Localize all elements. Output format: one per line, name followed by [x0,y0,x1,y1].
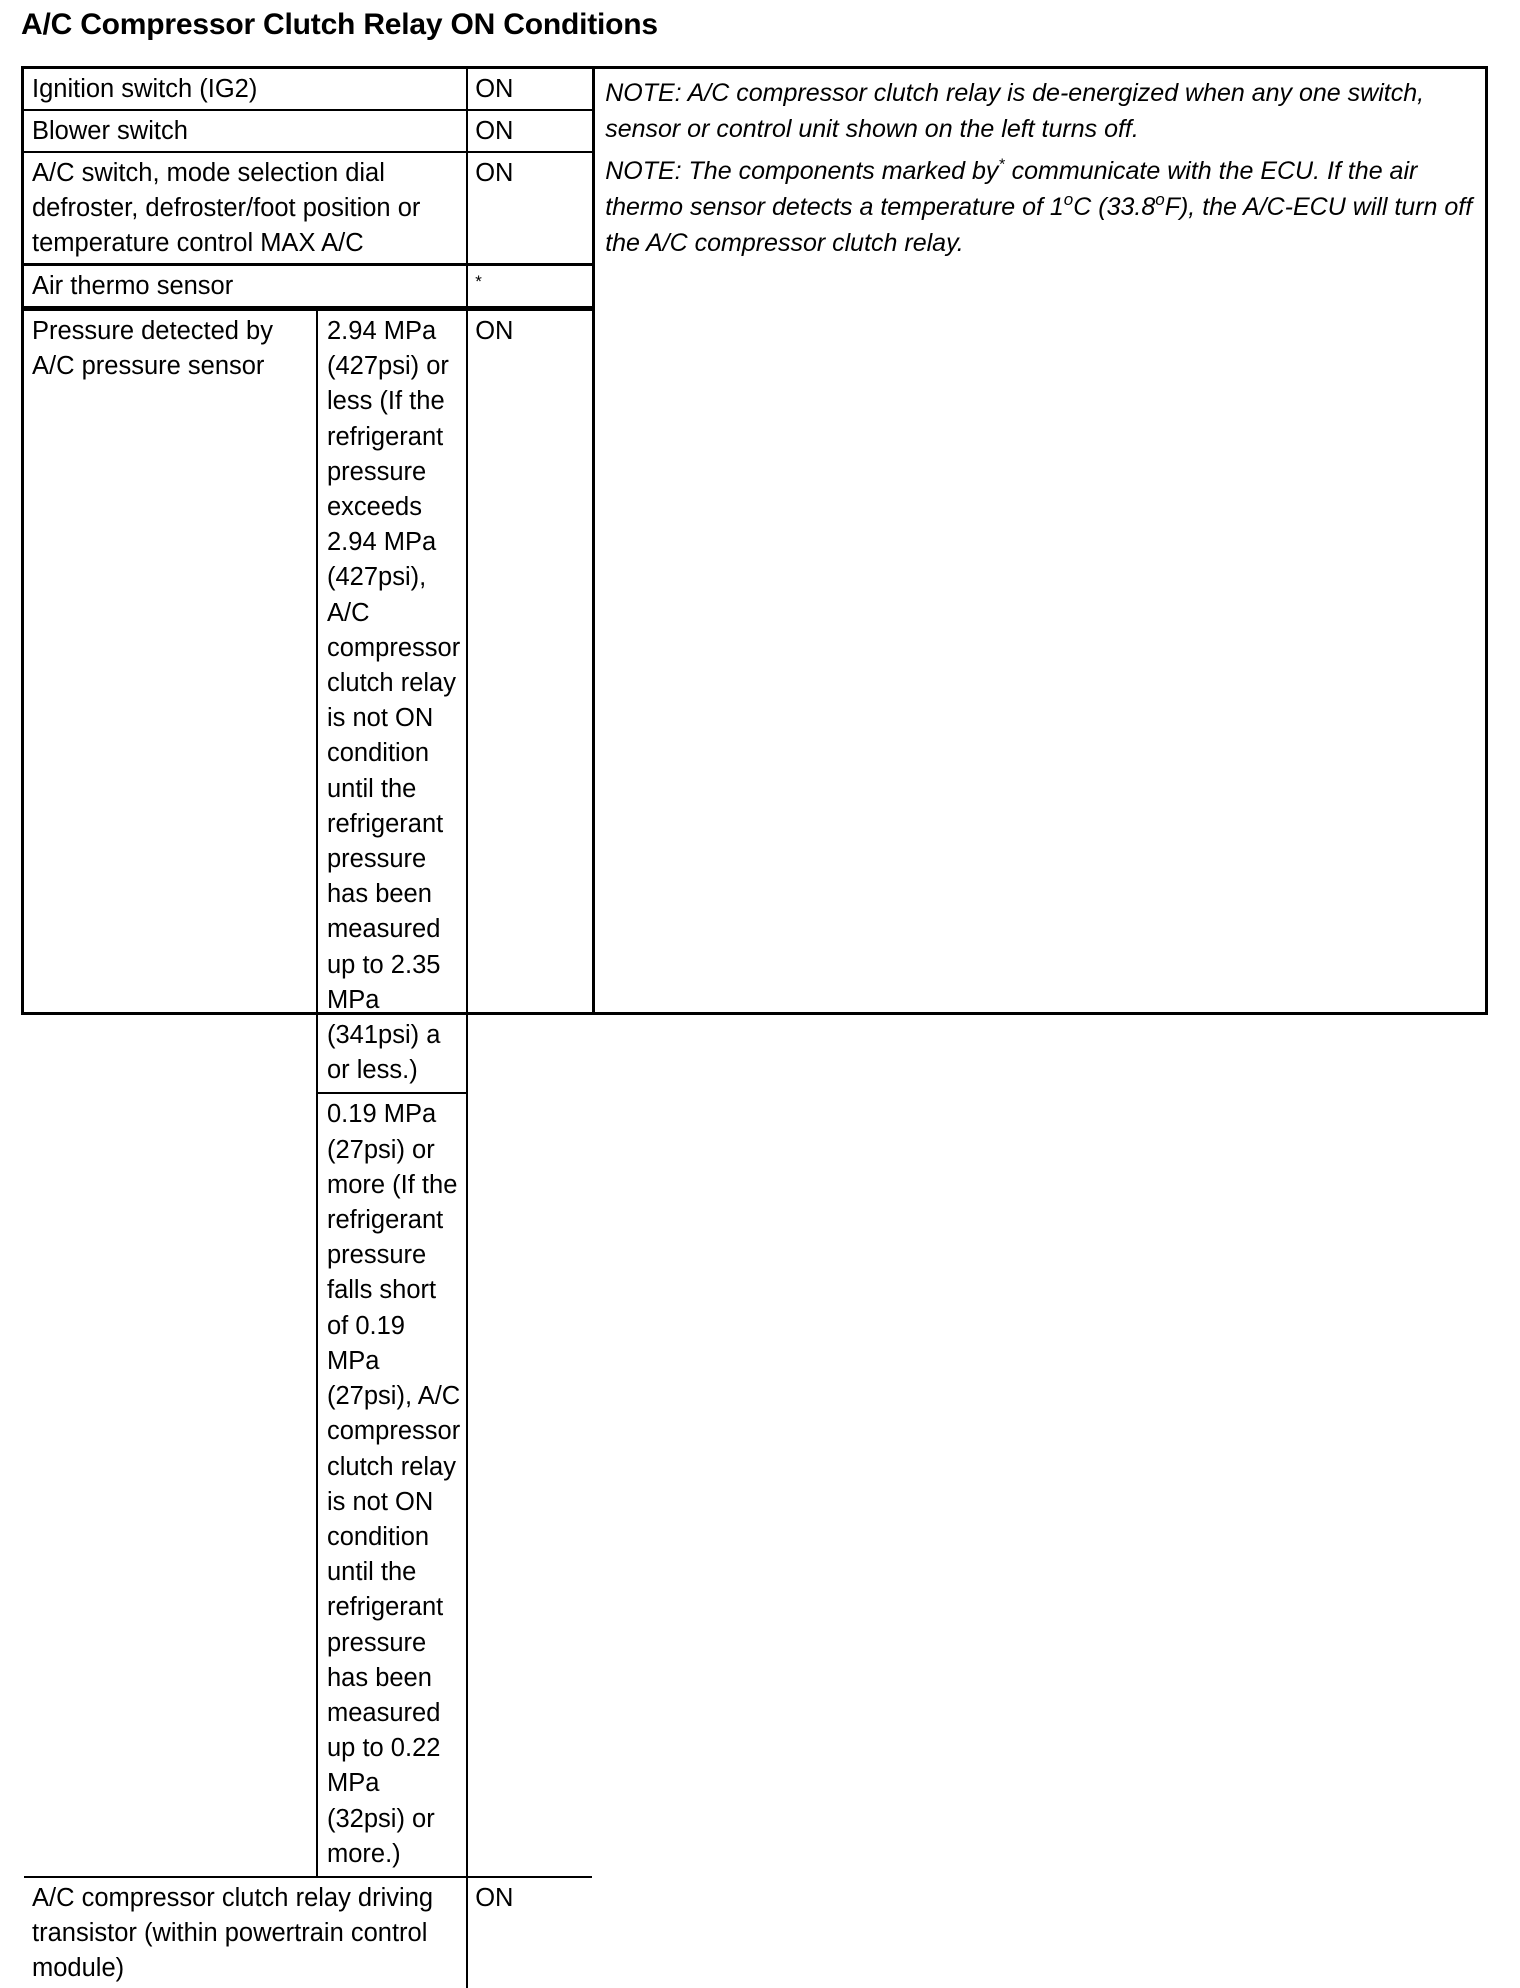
notes-column: NOTE: A/C compressor clutch relay is de-… [595,69,1485,1012]
condition-state: ON [466,1877,592,1988]
condition-state: ON [466,153,592,263]
document-page: A/C Compressor Clutch Relay ON Condition… [21,8,1488,1988]
page-title: A/C Compressor Clutch Relay ON Condition… [21,8,658,41]
table-row: Blower switch ON [24,111,593,153]
note-ecu: NOTE: The components marked by* communic… [605,153,1475,261]
table-row: A/C switch, mode selection dial defroste… [24,153,593,266]
pressure-condition-low: 0.19 MPa (27psi) or more (If the refrige… [327,1100,461,1868]
condition-state: ON [466,69,592,109]
note-ecu-body-c: F), the A/C-ECU will turn off the A/C co… [605,193,1473,257]
condition-state: ON [466,111,592,151]
conditions-column-group: Ignition switch (IG2) ON Blower switch O… [24,69,596,1988]
condition-label: Air thermo sensor [32,272,234,300]
degree-celsius-symbol: o [1063,189,1074,209]
note-ecu-body-b: C (33.8 [1073,193,1156,221]
table-row-pressure: Pressure detected by A/C pressure sensor… [24,308,593,1878]
condition-label: Ignition switch (IG2) [32,75,258,103]
degree-fahrenheit-symbol: o [1155,189,1165,209]
condition-label: Blower switch [32,117,188,145]
condition-state: * [466,266,592,306]
conditions-table: Ignition switch (IG2) ON Blower switch O… [21,66,1488,1988]
table-row: A/C compressor clutch relay driving tran… [24,1877,592,1988]
pressure-condition-high: 2.94 MPa (427psi) or less (If the refrig… [318,311,467,1095]
note-deenergized-text: NOTE: A/C compressor clutch relay is de-… [605,79,1425,143]
footnote-asterisk: * [475,272,482,291]
note-ecu-lead: NOTE: The components marked by [605,157,999,185]
table-row: Air thermo sensor * [24,266,593,308]
table-row: Ignition switch (IG2) ON [24,69,593,111]
condition-label: A/C switch, mode selection dial defroste… [32,159,421,257]
condition-state: ON [466,311,592,1876]
condition-label: Pressure detected by A/C pressure sensor [32,317,273,380]
note-ecu-body-a: communicate with the ECU. If the air the… [605,157,1418,221]
pressure-conditions-group: 2.94 MPa (427psi) or less (If the refrig… [316,311,467,1876]
note-deenergized: NOTE: A/C compressor clutch relay is de-… [605,75,1475,147]
note-ecu-asterisk: * [998,156,1005,174]
condition-label: A/C compressor clutch relay driving tran… [32,1883,434,1982]
